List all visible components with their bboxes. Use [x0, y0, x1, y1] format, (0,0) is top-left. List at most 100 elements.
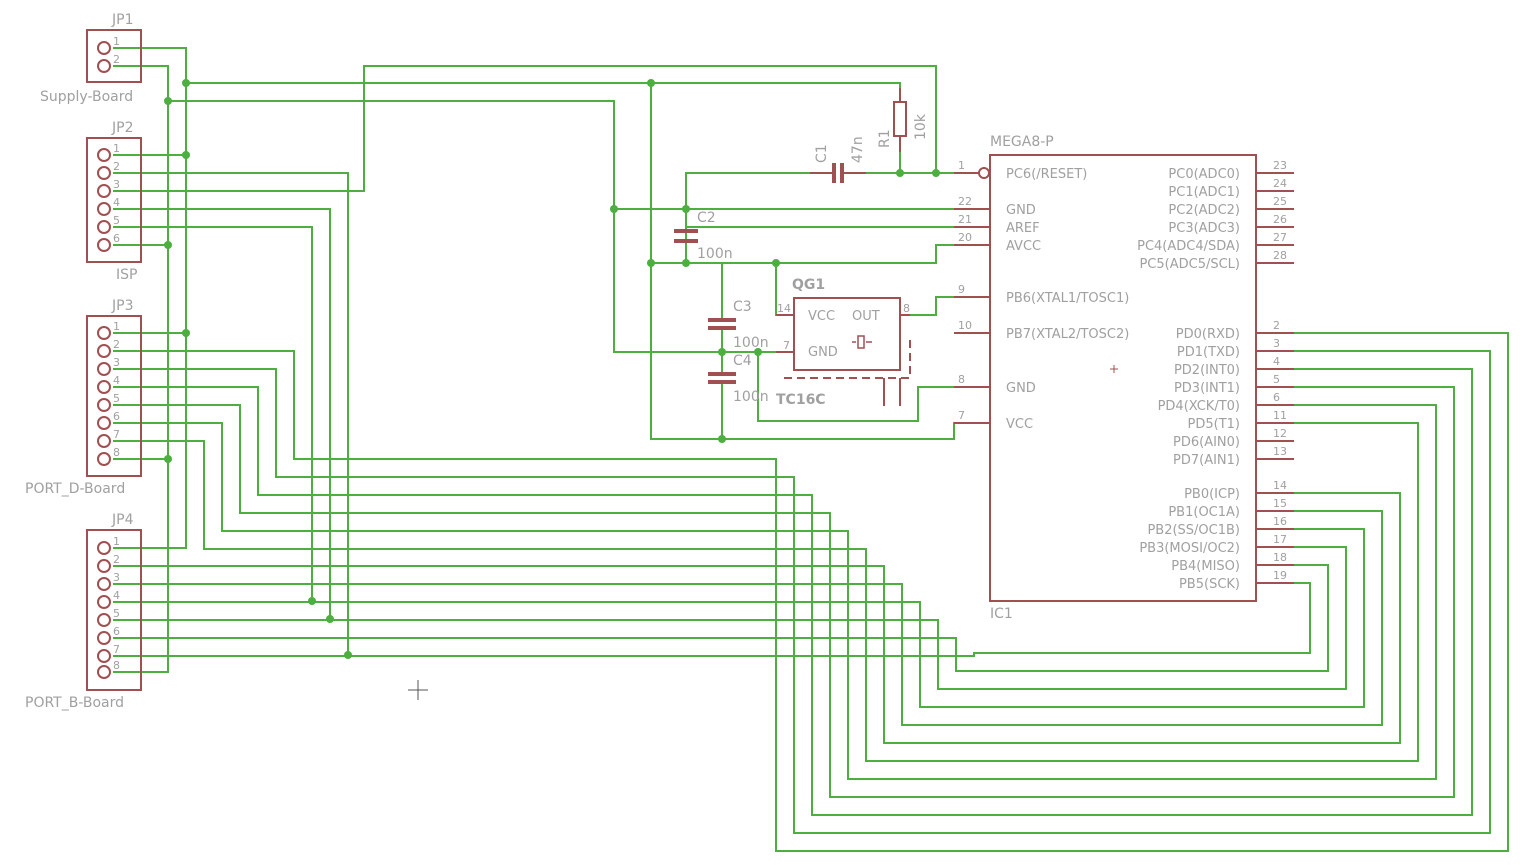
c3-value: 100n	[733, 335, 769, 351]
jp3-value: PORT_D-Board	[25, 481, 125, 497]
qg1-pin-gnd: 7	[783, 339, 790, 352]
ic1-pin-number: 28	[1273, 249, 1287, 262]
ic1-pin-number: 14	[1273, 479, 1287, 492]
pin-number: 1	[113, 320, 120, 333]
pin-number: 4	[113, 589, 120, 602]
ic1-right-pins: 23PC0(ADC0)24PC1(ADC1)25PC2(ADC2)26PC3(A…	[1137, 159, 1294, 592]
ic1-pin-number: 15	[1273, 497, 1287, 510]
ic1-pin-label: PC6(/RESET)	[1006, 167, 1087, 182]
pin-number: 8	[113, 446, 120, 459]
ic1-pin-number: 13	[1273, 445, 1287, 458]
ic1-pin-label: PC4(ADC4/SDA)	[1137, 239, 1240, 254]
ic1-pin-number: 22	[958, 195, 972, 208]
jp1-name: JP1	[111, 12, 133, 28]
ic1-pin-label: PD3(INT1)	[1174, 381, 1240, 396]
ic1-pin-number: 9	[958, 283, 965, 296]
ic1-pin-label: PD6(AIN0)	[1173, 435, 1240, 450]
ic1-pin-label: PD2(INT0)	[1174, 363, 1240, 378]
ic1-pin-label: PD0(RXD)	[1176, 327, 1240, 342]
pin-number: 1	[113, 535, 120, 548]
junctions	[164, 79, 940, 659]
ic1-pin-number: 5	[1273, 373, 1280, 386]
crosshair-icon	[408, 680, 428, 700]
ic1-pin-label: PC0(ADC0)	[1168, 167, 1240, 182]
qg1-name: QG1	[792, 277, 825, 293]
ic1-pin-label: AREF	[1006, 221, 1040, 236]
pin-number: 8	[113, 659, 120, 672]
pin-number: 4	[113, 196, 120, 209]
jp4-value: PORT_B-Board	[25, 695, 124, 711]
ic1-pin-label: PC2(ADC2)	[1168, 203, 1240, 218]
ic1-pin-label: PB7(XTAL2/TOSC2)	[1006, 327, 1129, 342]
c1-name: C1	[814, 144, 830, 163]
capacitor-c3: C3 100n	[708, 299, 769, 351]
jp2-header: JP2 ISP 1 2 3 4 5 6	[86, 120, 142, 283]
ic1-pin-number: 8	[958, 373, 965, 386]
ic1-pin-label: PB2(SS/OC1B)	[1147, 523, 1240, 538]
ic1-pin-label: PC3(ADC3)	[1168, 221, 1240, 236]
ic1-pin-number: 19	[1273, 569, 1287, 582]
pin-number: 2	[113, 553, 120, 566]
pin-number: 1	[113, 35, 120, 48]
ic1-pin-label: PD5(T1)	[1188, 417, 1240, 432]
ic1-pin-number: 21	[958, 213, 972, 226]
wires	[113, 47, 1509, 852]
jp3-name: JP3	[111, 298, 133, 314]
jp1-header: JP1 Supply-Board 1 2	[40, 12, 142, 105]
pin-number: 6	[113, 410, 120, 423]
ic1-pin-label: PC5(ADC5/SCL)	[1139, 257, 1240, 272]
r1-value: 10k	[913, 113, 929, 140]
r1-name: R1	[877, 129, 893, 148]
pin-number: 4	[113, 374, 120, 387]
capacitor-c2: C2 100n	[674, 210, 733, 262]
ic1-pin-number: 10	[958, 319, 972, 332]
ic1-pin-label: PB0(ICP)	[1184, 487, 1240, 502]
jp3-header: JP3 PORT_D-Board 1 2 3 4 5 6 7 8	[25, 298, 142, 497]
capacitor-c4: C4 100n	[708, 353, 769, 405]
ic1-pin-number: 1	[958, 159, 965, 172]
ic1-pin-number: 11	[1273, 409, 1287, 422]
ic1-pin-label: PB4(MISO)	[1171, 559, 1240, 574]
ic1-name: IC1	[990, 606, 1013, 622]
ic1-pin-label: PB3(MOSI/OC2)	[1139, 541, 1240, 556]
pin-number: 3	[113, 178, 120, 191]
jp2-name: JP2	[111, 120, 133, 136]
ic1-pin-number: 24	[1273, 177, 1287, 190]
jp4-name: JP4	[111, 512, 134, 528]
ic1-pin-label: PB5(SCK)	[1179, 577, 1240, 592]
jp2-value: ISP	[116, 267, 137, 283]
ic1-pin-label: PB1(OC1A)	[1168, 505, 1240, 520]
pin-number: 6	[113, 232, 120, 245]
c1-value: 47n	[850, 136, 866, 163]
ic1-pin-label: PD4(XCK/T0)	[1158, 399, 1240, 414]
jp4-header: JP4 PORT_B-Board 1 2 3 4 5 6 7 8	[25, 512, 142, 711]
c2-value: 100n	[697, 246, 733, 262]
pin-number: 2	[113, 160, 120, 173]
ic1-pin-label: GND	[1006, 381, 1036, 396]
pin-number: 2	[113, 338, 120, 351]
ic1-pin-label: PC1(ADC1)	[1168, 185, 1240, 200]
ic1-pin-label: GND	[1006, 203, 1036, 218]
ic1-pin-number: 7	[958, 409, 965, 422]
oscillator-qg1: QG1 TC16C VCC OUT GND 14 8 7	[776, 277, 911, 408]
pin-number: 7	[113, 428, 120, 441]
qg1-value: TC16C	[776, 392, 826, 408]
pin-number: 3	[113, 571, 120, 584]
ic1-mega8: MEGA8-P IC1 1PC6(/RESET)22GND21AREF20AVC…	[954, 134, 1294, 622]
ic1-pin-number: 3	[1273, 337, 1280, 350]
ic1-pin-number: 20	[958, 231, 972, 244]
qg1-pin-out: 8	[903, 302, 910, 315]
ic1-pin-number: 16	[1273, 515, 1287, 528]
ic1-pin-label: VCC	[1006, 417, 1033, 432]
qg1-gnd-label: GND	[808, 345, 838, 360]
ic1-pin-number: 26	[1273, 213, 1287, 226]
pin-number: 5	[113, 607, 120, 620]
ic1-pin-label: PD1(TXD)	[1177, 345, 1240, 360]
c4-value: 100n	[733, 389, 769, 405]
ic1-pin-number: 17	[1273, 533, 1287, 546]
ic1-value: MEGA8-P	[990, 134, 1054, 150]
pin-number: 1	[113, 142, 120, 155]
pin-number: 5	[113, 214, 120, 227]
pin-number: 5	[113, 392, 120, 405]
qg1-out-label: OUT	[852, 309, 880, 324]
